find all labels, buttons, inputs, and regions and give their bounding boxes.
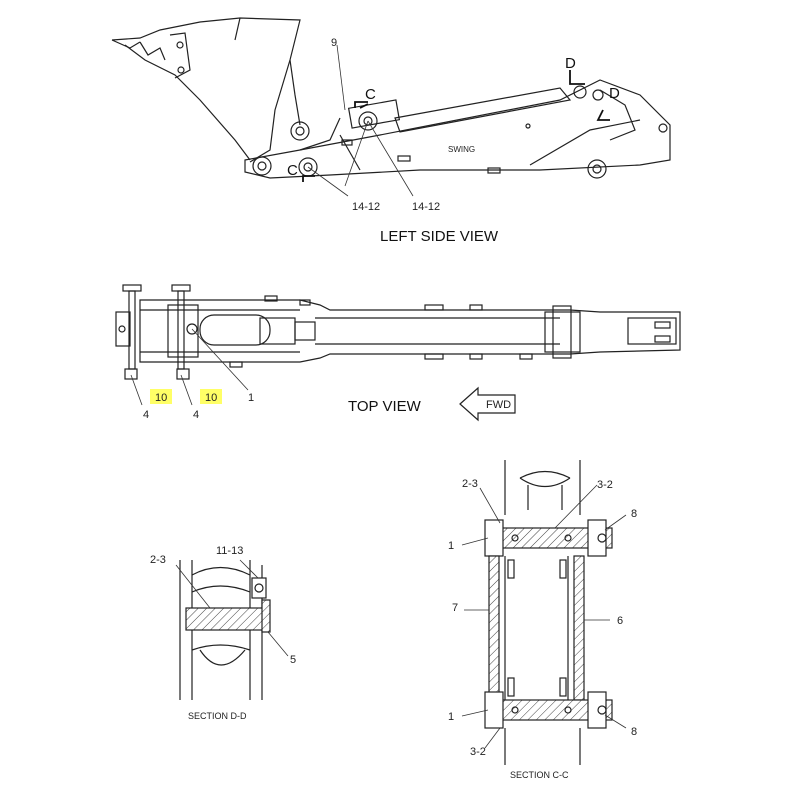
callout-4-right: 4 [193, 409, 199, 421]
dd-callout-2-3: 2-3 [150, 554, 166, 566]
top-view: 10 10 4 4 1 TOP VIEW FWD [115, 284, 681, 422]
highlight-10-left [150, 389, 172, 404]
left-side-view: C C D D 9 SWING 14-12 14-12 LEFT SIDE VI… [111, 17, 671, 245]
cc-callout-3-2-bottom: 3-2 [470, 746, 486, 758]
section-c-left-label: C [287, 162, 298, 179]
section-dd: 2-3 11-13 5 SECTION D-D [150, 545, 296, 721]
callout-4-left: 4 [143, 409, 149, 421]
cc-callout-6: 6 [617, 615, 623, 627]
callout-14-12-right: 14-12 [412, 201, 440, 213]
callout-10-left: 10 [155, 392, 167, 404]
dd-callout-5: 5 [290, 654, 296, 666]
section-cc-title: SECTION C-C [510, 770, 569, 780]
cc-callout-8-bottom: 8 [631, 726, 637, 738]
fwd-arrow-icon [459, 386, 516, 422]
section-markers [302, 44, 610, 197]
callout-1: 1 [248, 392, 254, 404]
cc-callout-7: 7 [452, 602, 458, 614]
highlight-10-right [200, 389, 222, 404]
cc-callout-2-3: 2-3 [462, 478, 478, 490]
arm-drawing [244, 79, 671, 179]
top-view-title: TOP VIEW [348, 398, 422, 415]
cc-callout-3-2-top: 3-2 [597, 479, 613, 491]
callout-10-right: 10 [205, 392, 217, 404]
section-dd-title: SECTION D-D [188, 711, 247, 721]
left-side-view-title: LEFT SIDE VIEW [380, 228, 499, 245]
swing-label: SWING [448, 145, 475, 154]
section-cc: 2-3 3-2 1 8 7 6 1 8 3-2 SECTION C-C [448, 460, 637, 780]
callout-9: 9 [331, 37, 337, 49]
section-d-top-label: D [565, 55, 576, 72]
callout-14-12-left: 14-12 [352, 201, 380, 213]
top-view-drawing [115, 284, 681, 406]
section-dd-drawing [175, 559, 289, 700]
cc-callout-8-top: 8 [631, 508, 637, 520]
cc-callout-1-top: 1 [448, 540, 454, 552]
section-c-top-label: C [365, 86, 376, 103]
cc-callout-1-bottom: 1 [448, 711, 454, 723]
bucket-drawing [111, 17, 301, 163]
section-cc-drawing [461, 460, 627, 765]
fwd-label: FWD [486, 399, 511, 411]
section-d-right-label: D [609, 85, 620, 102]
dd-callout-11-13: 11-13 [216, 545, 243, 557]
